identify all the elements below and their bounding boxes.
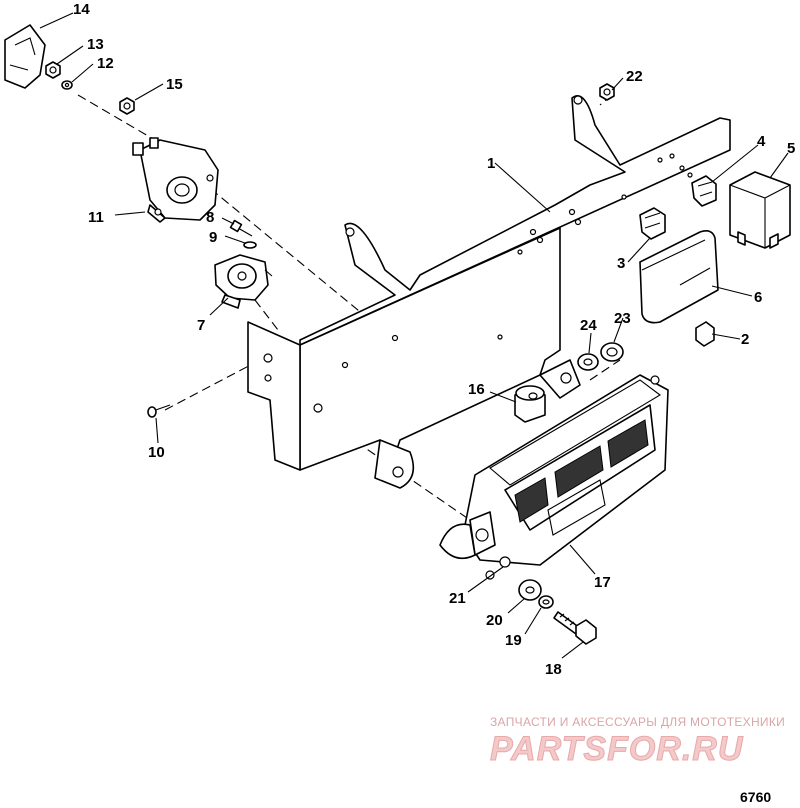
circuit-breaker bbox=[214, 254, 273, 309]
mounting-bracket bbox=[247, 95, 731, 489]
washer-9 bbox=[243, 241, 257, 249]
nut-22 bbox=[599, 83, 615, 101]
boot-cover bbox=[4, 24, 46, 89]
callout-4: 4 bbox=[757, 133, 766, 150]
callout-3: 3 bbox=[617, 255, 625, 272]
callout-21: 21 bbox=[449, 590, 466, 607]
washer-12 bbox=[61, 80, 73, 90]
callout-18: 18 bbox=[545, 661, 562, 678]
callout-12: 12 bbox=[97, 55, 114, 72]
fuse-clip bbox=[639, 207, 666, 240]
callout-19: 19 bbox=[505, 632, 522, 649]
screw-10 bbox=[147, 404, 171, 418]
callout-8: 8 bbox=[206, 209, 214, 226]
callout-1: 1 bbox=[487, 155, 495, 172]
callout-labels: 1 2 3 4 5 6 7 8 9 10 11 12 13 14 15 16 1… bbox=[73, 1, 795, 678]
callout-13: 13 bbox=[87, 36, 104, 53]
callout-24: 24 bbox=[580, 317, 597, 334]
callout-17: 17 bbox=[594, 574, 611, 591]
callout-2: 2 bbox=[741, 331, 749, 348]
relay-clip bbox=[691, 175, 717, 207]
bolt-18 bbox=[553, 611, 597, 645]
callout-15: 15 bbox=[166, 76, 183, 93]
callout-5: 5 bbox=[787, 140, 795, 157]
callout-14: 14 bbox=[73, 1, 90, 18]
fuse-cover bbox=[639, 230, 719, 324]
relay bbox=[729, 171, 791, 249]
nut-13 bbox=[45, 61, 61, 79]
callout-20: 20 bbox=[486, 612, 503, 629]
ecm-module bbox=[439, 374, 669, 580]
callout-16: 16 bbox=[468, 381, 485, 398]
callout-6: 6 bbox=[754, 289, 762, 306]
starter-solenoid bbox=[132, 137, 219, 223]
callout-23: 23 bbox=[614, 310, 631, 327]
watermark-tagline: ЗАПЧАСТИ И АКСЕССУАРЫ ДЛЯ МОТОТЕХНИКИ bbox=[490, 715, 785, 729]
grommet bbox=[514, 385, 546, 423]
callout-10: 10 bbox=[148, 444, 165, 461]
figure-number: 6760 bbox=[740, 789, 771, 805]
nut-15 bbox=[119, 97, 135, 115]
screw-8 bbox=[229, 219, 253, 237]
callout-11: 11 bbox=[88, 209, 104, 226]
grommet-20 bbox=[518, 579, 542, 601]
watermark: ЗАПЧАСТИ И АКСЕССУАРЫ ДЛЯ МОТОТЕХНИКИ PA… bbox=[490, 715, 785, 769]
washer-19 bbox=[538, 595, 554, 609]
washer-24 bbox=[577, 353, 599, 371]
nut-23 bbox=[600, 342, 624, 362]
watermark-brand: PARTSFOR.RU bbox=[490, 730, 744, 768]
callout-22: 22 bbox=[626, 68, 643, 85]
leader-lines bbox=[39, 12, 789, 659]
callout-7: 7 bbox=[197, 317, 205, 334]
fuse bbox=[695, 321, 715, 347]
callout-9: 9 bbox=[209, 229, 217, 246]
